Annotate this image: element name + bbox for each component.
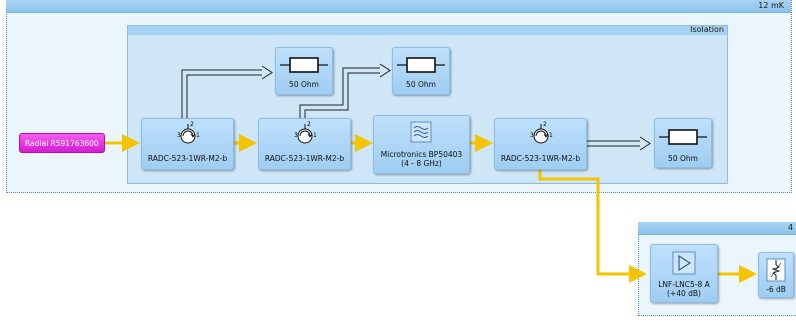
- termination-1[interactable]: 50 Ohm: [275, 47, 333, 95]
- attenuator-label: -6 dB: [766, 285, 786, 294]
- attenuator[interactable]: -6 dB: [758, 252, 794, 298]
- amplifier-label-line2: (+40 dB): [667, 289, 701, 298]
- circulator-icon: [533, 124, 549, 144]
- circulator-port-right: 1: [313, 132, 317, 139]
- resistor-icon: [280, 57, 328, 73]
- circulator-port-top: 2: [190, 121, 194, 128]
- circulator-1[interactable]: 2 3 1 RADC-523-1WR-M2-b: [141, 118, 234, 170]
- circulator-port-top: 2: [543, 121, 547, 128]
- circulator-label: RADC-523-1WR-M2-b: [500, 154, 581, 163]
- filter-label-line1: Microtronics BP50403: [380, 150, 463, 159]
- isolation-group-header: [128, 26, 727, 35]
- termination-label: 50 Ohm: [406, 80, 436, 89]
- termination-label: 50 Ohm: [668, 154, 698, 163]
- stage-4k-header: [638, 222, 796, 235]
- resistor-icon: [397, 57, 445, 73]
- source-label: Radial R591763600: [25, 138, 99, 148]
- amplifier-label-line1: LNF-LNC5-8 A: [658, 280, 710, 289]
- filter-icon: [410, 121, 432, 143]
- circulator-3[interactable]: 2 3 1 RADC-523-1WR-M2-b: [494, 118, 587, 170]
- circulator-label: RADC-523-1WR-M2-b: [147, 154, 228, 163]
- wire-circ3-to-amp: [538, 168, 647, 283]
- amplifier-icon: [672, 251, 696, 275]
- wire-circ1-to-term1: [181, 65, 273, 118]
- circulator-port-top: 2: [307, 121, 311, 128]
- circulator-icon: [297, 124, 313, 144]
- stage-12mk-label: 12 mK: [758, 1, 784, 10]
- circulator-port-left: 3: [177, 132, 181, 139]
- source-radial[interactable]: Radial R591763600: [19, 133, 105, 153]
- circulator-port-left: 3: [294, 132, 298, 139]
- attenuator-icon: [766, 258, 786, 282]
- isolation-group-label: Isolation: [690, 25, 724, 34]
- termination-2[interactable]: 50 Ohm: [392, 47, 450, 95]
- wire-circ3-to-term3: [586, 136, 651, 151]
- circulator-label: RADC-523-1WR-M2-b: [264, 154, 345, 163]
- amplifier[interactable]: LNF-LNC5-8 A (+40 dB): [650, 244, 718, 303]
- resistor-icon: [659, 129, 707, 145]
- termination-3[interactable]: 50 Ohm: [654, 118, 712, 168]
- stage-12mk-header: [6, 0, 791, 13]
- circulator-icon: [180, 124, 196, 144]
- circulator-2[interactable]: 2 3 1 RADC-523-1WR-M2-b: [258, 118, 351, 170]
- wire-circ2-to-term2: [299, 63, 391, 118]
- circulator-port-left: 3: [530, 132, 534, 139]
- stage-4k-label: 4: [788, 223, 794, 232]
- bandpass-filter[interactable]: Microtronics BP50403 (4 - 8 GHz): [373, 115, 470, 174]
- circulator-port-right: 1: [196, 132, 200, 139]
- termination-label: 50 Ohm: [289, 80, 319, 89]
- filter-label-line2: (4 - 8 GHz): [401, 159, 442, 168]
- circulator-port-right: 1: [549, 132, 553, 139]
